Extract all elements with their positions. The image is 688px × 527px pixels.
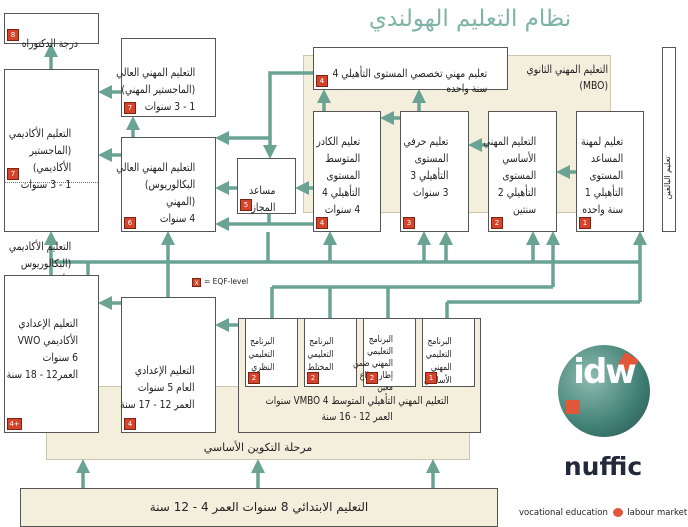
primary-box: التعليم الابتدائي 8 سنوات العمر 4 - 12 س…	[20, 488, 498, 527]
mbo-level-text: تعليم لمهنة المساعد المستوى التأهيلي 1 س…	[580, 135, 623, 216]
mbo-specialist-box: تعليم مهني تخصصي المستوى التأهيلي 4 سنة …	[313, 47, 508, 95]
logo-mark: idw	[573, 352, 636, 392]
associate-degree-text: مساعد المجاز	[248, 184, 275, 214]
eqf-badge: 2	[491, 217, 503, 229]
eqf-badge: 7	[124, 102, 136, 114]
eqf-badge: 4	[316, 217, 328, 229]
vmbo-track-mixed: البرنامج التعليمي المختلط 2	[304, 318, 357, 387]
eqf-badge: 2	[248, 372, 260, 384]
eqf-badge: 1	[579, 217, 591, 229]
tagline-left: vocational education	[519, 508, 608, 518]
mbo-level-text: التعليم المهني الأساسي المستوى التأهيلي …	[482, 135, 536, 216]
mbo-level-2-box: التعليم المهني الأساسي المستوى التأهيلي …	[483, 111, 557, 232]
eqf-badge: 4	[316, 75, 328, 87]
professional-master-box: التعليم المهني العالي (الماجستير المهني)…	[116, 38, 216, 117]
vmbo-track-text: البرنامج التعليمي المهني الأساسي	[424, 336, 452, 386]
professional-bachelor-text: التعليم المهني العالي البكالوريوس) (المه…	[115, 161, 195, 225]
mbo-level-text: تعليم الكادر المتوسط المستوى التأهيلي 4 …	[316, 135, 360, 216]
vmbo-track-text: البرنامج التعليمي النظري	[248, 336, 275, 373]
legend-text: = EQF-level	[204, 277, 249, 286]
eqf-badge: 7	[7, 168, 19, 180]
mbo-label-text: التعليم المهني الثانوي (MBO)	[526, 63, 608, 92]
nuffic-logo: nuffic	[563, 452, 643, 481]
idw-logo: idw	[558, 345, 650, 437]
vmbo-track-theoretical: البرنامج التعليمي النظري 2	[245, 318, 298, 387]
vmbo-label: التعليم المهني التأهيلي المتوسط VMBO 4 س…	[239, 393, 475, 425]
legend-badge: X	[192, 278, 201, 287]
eqf-badge: 6	[124, 217, 136, 229]
mbo-level-4-box: تعليم الكادر المتوسط المستوى التأهيلي 4 …	[313, 111, 381, 232]
vmbo-box: البرنامج التعليمي النظري 2 البرنامج التع…	[238, 318, 481, 433]
eqf-badge: 4	[124, 418, 136, 430]
eqf-badge: 3	[403, 217, 415, 229]
professional-master-text: التعليم المهني العالي (الماجستير المهني)…	[115, 66, 195, 113]
mbo-level-3-box: تعليم حرفي المستوى التأهيلي 3 3 سنوات 3	[400, 111, 469, 232]
eqf-badge: 5	[240, 199, 252, 211]
adult-education-box: تعليم البالغين	[662, 47, 676, 232]
associate-degree-box: مساعد المجاز 5	[237, 158, 296, 214]
academic-master: التعليم الأكاديمي (الماجستير الأكاديمي) …	[5, 104, 98, 191]
vmbo-track-sector: البرنامج التعليمي المهني ضمن إطار قطاع م…	[353, 318, 416, 393]
mbo-level-1-box: تعليم لمهنة المساعد المستوى التأهيلي 1 س…	[576, 111, 644, 232]
vmbo-track-text: البرنامج التعليمي المختلط	[307, 336, 334, 373]
doctorate-text: درجة الدكتوراه	[21, 37, 78, 50]
eqf-badge: 8	[7, 29, 19, 41]
eqf-badge: 2	[307, 372, 319, 384]
vmbo-track-text: البرنامج التعليمي المهني ضمن إطار قطاع م…	[352, 334, 393, 393]
mbo-label: التعليم المهني الثانوي (MBO)	[512, 62, 608, 94]
basic-formation-label: مرحلة التكوين الأساسي	[203, 441, 313, 454]
adult-education-text: تعليم البالغين	[663, 156, 672, 200]
vwo-box: التعليم الإعدادي الأكاديمي VWO 6 سنوات ا…	[4, 275, 99, 433]
eqf-badge: 4+	[7, 418, 22, 430]
havo-box: التعليم الإعدادي العام 5 سنوات العمر 12 …	[121, 297, 216, 433]
academic-box: التعليم الأكاديمي (الماجستير الأكاديمي) …	[4, 69, 99, 304]
tagline: vocational education labour market	[519, 508, 687, 518]
doctorate-box: درجة الدكتوراه 8	[4, 13, 99, 50]
professional-bachelor-box: التعليم المهني العالي البكالوريوس) (المه…	[116, 137, 216, 232]
havo-text: التعليم الإعدادي العام 5 سنوات العمر 12 …	[120, 364, 195, 411]
page-title: نظام التعليم الهولندي	[368, 6, 572, 32]
logo-hex-accent	[566, 400, 580, 414]
eqf-badge: 2	[366, 372, 378, 384]
mbo-specialist-text: تعليم مهني تخصصي المستوى التأهيلي 4 سنة …	[332, 67, 487, 95]
mbo-level-text: تعليم حرفي المستوى التأهيلي 3 3 سنوات	[403, 135, 448, 199]
eqf-badge: 1	[425, 372, 437, 384]
vmbo-track-basic: البرنامج التعليمي المهني الأساسي 1	[422, 318, 475, 387]
tagline-right: labour market	[627, 508, 688, 518]
tagline-icon	[612, 508, 623, 517]
vwo-text: التعليم الإعدادي الأكاديمي VWO 6 سنوات ا…	[6, 317, 78, 381]
academic-master-text: التعليم الأكاديمي (الماجستير الأكاديمي) …	[8, 127, 72, 191]
vmbo-label-text: التعليم المهني التأهيلي المتوسط VMBO 4 س…	[265, 395, 449, 423]
